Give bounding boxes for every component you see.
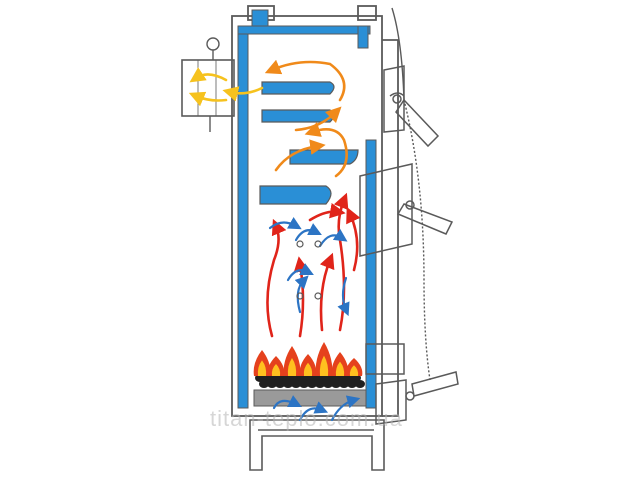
grate (253, 389, 367, 407)
flames (253, 342, 363, 376)
flame-core (287, 358, 297, 376)
flame-core (349, 365, 359, 376)
coal-lump (307, 380, 317, 388)
coal-bed (255, 374, 365, 388)
exhaust-arrows (188, 67, 264, 107)
coal-lump (283, 380, 293, 388)
coal-lump (275, 380, 285, 388)
flame-core (303, 362, 313, 376)
coal-lump (267, 380, 277, 388)
coal-lump (355, 380, 365, 388)
coal-lump (331, 380, 341, 388)
coal-lump (299, 380, 309, 388)
middle-door (359, 163, 454, 257)
air-nozzles (296, 240, 322, 300)
coal-lump (315, 380, 325, 388)
flue-outlet (181, 37, 235, 132)
flame-core (335, 361, 345, 376)
secondary-air-arrows (268, 216, 361, 422)
flame-core (271, 364, 281, 376)
watermark: titan-teplo.com.ua (210, 406, 403, 431)
warm-gas-arrows (264, 59, 348, 178)
coal-lump (323, 380, 333, 388)
coal-lump (291, 380, 301, 388)
flame-core (319, 355, 329, 376)
draft-chain (391, 7, 431, 381)
flame-core (257, 360, 267, 376)
boiler-base (249, 419, 385, 471)
ash-door (365, 343, 459, 425)
hot-gas-arrows (266, 192, 361, 338)
loading-door (383, 65, 440, 148)
coal-lump (339, 380, 349, 388)
heat-exchanger-baffles (259, 81, 359, 205)
water-jacket (237, 9, 377, 409)
coal-lump (347, 380, 357, 388)
coal-lump (259, 380, 269, 388)
